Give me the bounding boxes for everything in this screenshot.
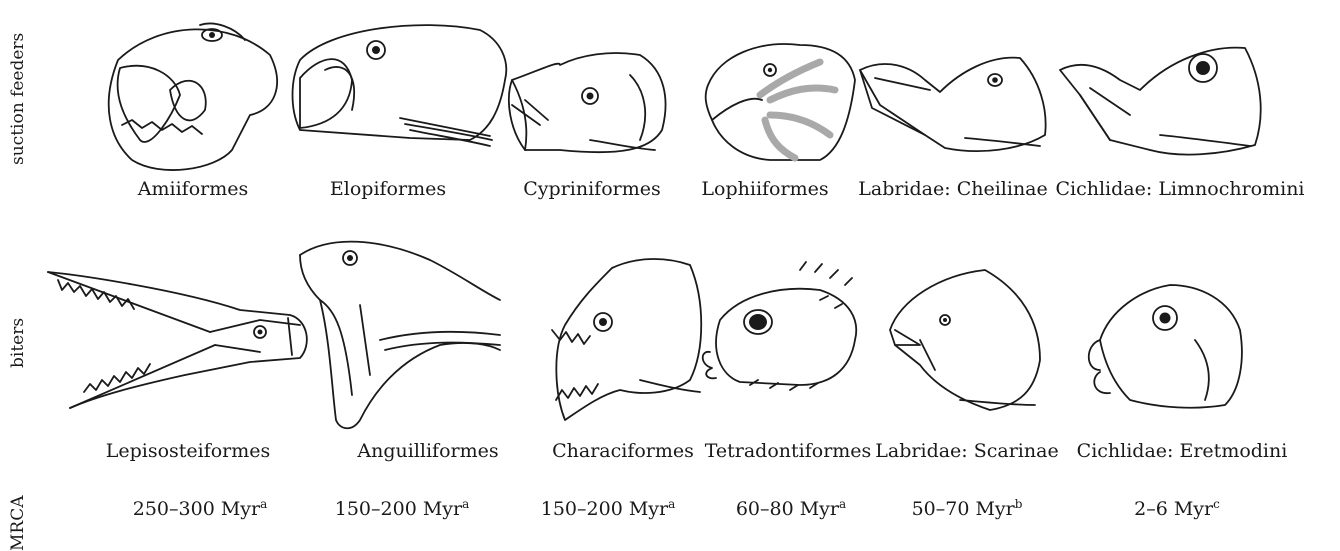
mrca-age-note: a bbox=[668, 497, 675, 511]
mrca-age: 150–200 Myra bbox=[335, 497, 470, 520]
mrca-age-note: b bbox=[1015, 497, 1023, 511]
mrca-age-value: 50–70 Myr bbox=[912, 498, 1015, 520]
amiiformes-head-drawing bbox=[109, 23, 277, 170]
mrca-age: 60–80 Myra bbox=[736, 497, 846, 520]
biter-name: Labridae: Scarinae bbox=[875, 440, 1058, 462]
biter-name: Lepisosteiformes bbox=[106, 440, 271, 462]
mrca-age-value: 150–200 Myr bbox=[541, 498, 668, 520]
mrca-age-value: 60–80 Myr bbox=[736, 498, 839, 520]
mrca-age: 50–70 Myrb bbox=[912, 497, 1023, 520]
mrca-age: 150–200 Myra bbox=[541, 497, 676, 520]
suction-feeder-name: Cypriniformes bbox=[523, 178, 660, 200]
biter-name: Tetradontiformes bbox=[705, 440, 872, 462]
anguilliformes-head-drawing bbox=[300, 242, 500, 429]
tetradontiformes-head-drawing bbox=[703, 262, 856, 390]
cichlidae-limnochromini-head-drawing bbox=[1060, 48, 1261, 155]
mrca-age-note: a bbox=[839, 497, 846, 511]
mrca-age-value: 2–6 Myr bbox=[1134, 498, 1213, 520]
mrca-age-note: c bbox=[1213, 497, 1220, 511]
suction-feeder-name: Amiiformes bbox=[138, 178, 248, 200]
cypriniformes-head-drawing bbox=[509, 53, 666, 152]
labridae-scarinae-head-drawing bbox=[890, 270, 1040, 410]
mrca-age-value: 250–300 Myr bbox=[133, 498, 260, 520]
cichlidae-eretmodini-head-drawing bbox=[1089, 285, 1242, 408]
suction-feeder-name: Lophiiformes bbox=[701, 178, 828, 200]
lophiiformes-head-drawing bbox=[706, 44, 855, 160]
suction-feeder-name: Elopiformes bbox=[330, 178, 446, 200]
labridae-cheilinae-head-drawing bbox=[860, 58, 1046, 151]
mrca-age-note: a bbox=[260, 497, 267, 511]
suction-feeder-name: Cichlidae: Limnochromini bbox=[1055, 178, 1304, 200]
biter-name: Cichlidae: Eretmodini bbox=[1077, 440, 1288, 462]
mrca-age-note: a bbox=[462, 497, 469, 511]
biter-name: Anguilliformes bbox=[357, 440, 498, 462]
mrca-age: 2–6 Myrc bbox=[1134, 497, 1220, 520]
mrca-age-value: 150–200 Myr bbox=[335, 498, 462, 520]
biter-name: Characiformes bbox=[552, 440, 694, 462]
elopiformes-head-drawing bbox=[293, 25, 507, 146]
suction-feeder-name: Labridae: Cheilinae bbox=[858, 178, 1048, 200]
lepisosteiformes-head-drawing bbox=[48, 272, 307, 408]
mrca-age: 250–300 Myra bbox=[133, 497, 268, 520]
characiformes-head-drawing bbox=[552, 259, 701, 420]
